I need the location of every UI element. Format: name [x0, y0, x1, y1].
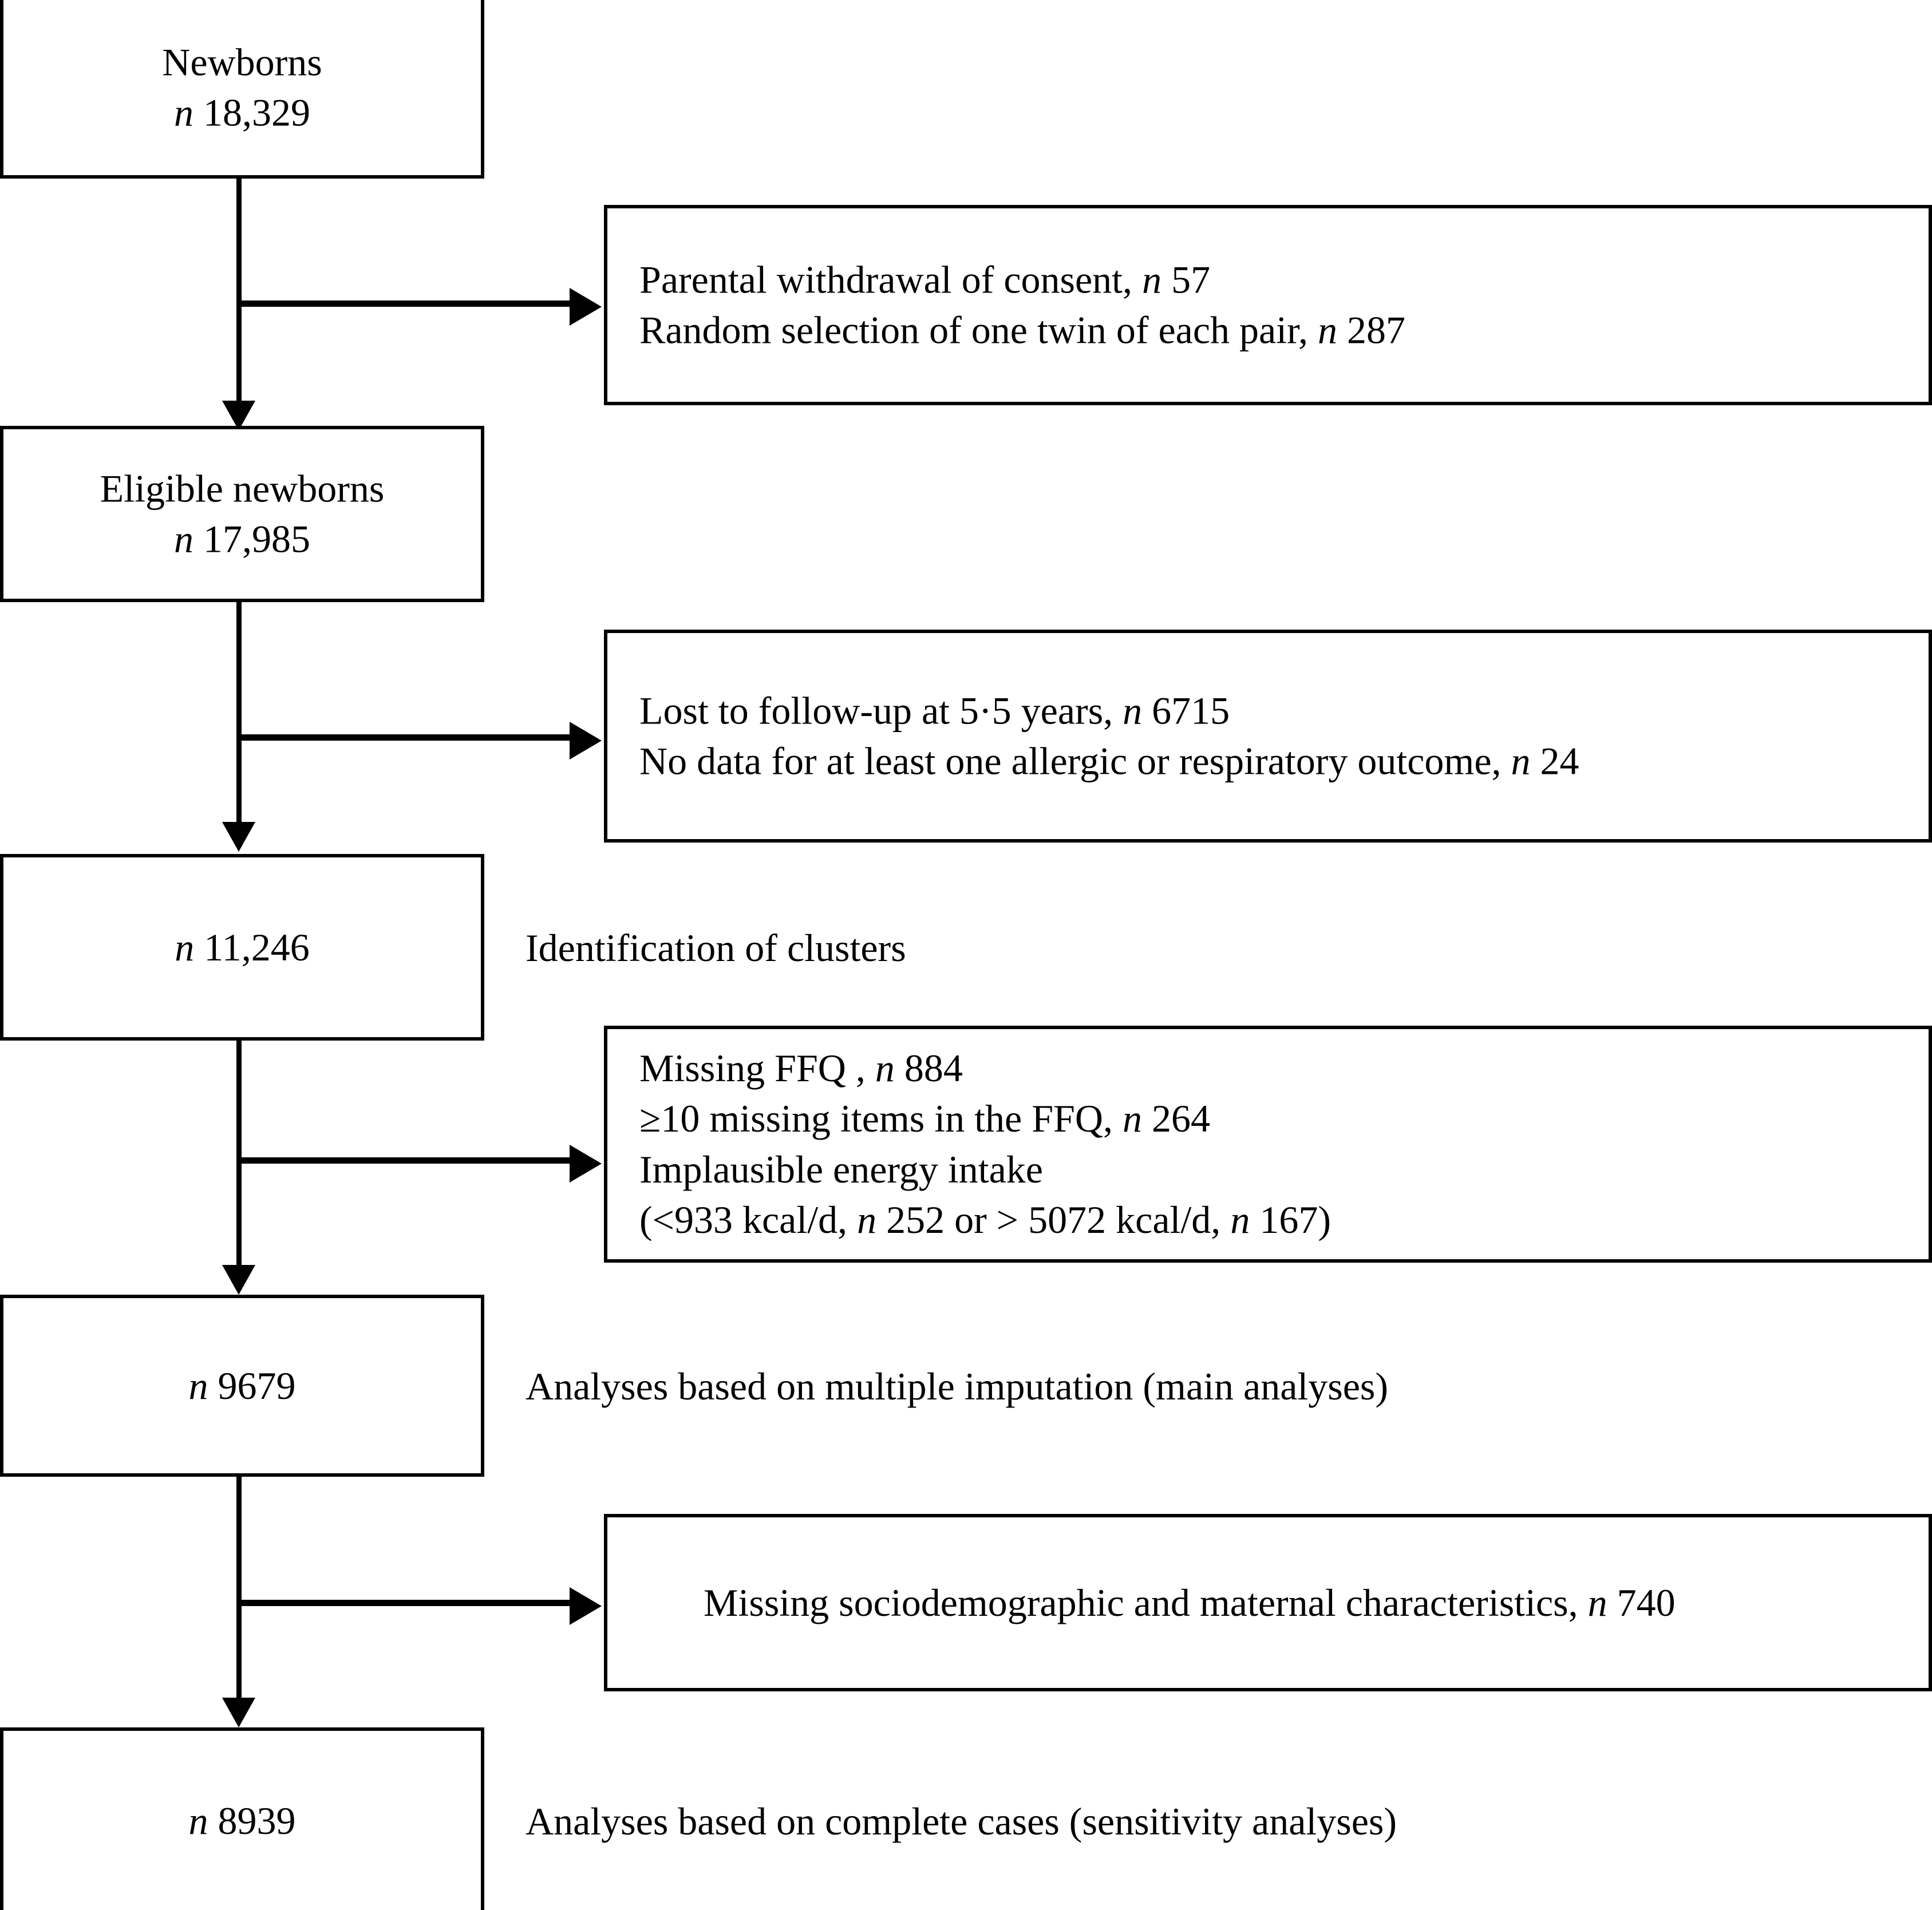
- connector-vertical-3: [236, 1039, 242, 1290]
- n-symbol: n: [1122, 1097, 1142, 1141]
- exclusion-box-sociodemographic: Missing sociodemographic and maternal ch…: [604, 1514, 1932, 1691]
- flow-box-complete-cases-count: n 8939: [3, 1795, 481, 1845]
- connector-arrowhead-right-4: [570, 1587, 602, 1625]
- flow-box-multiple-imputation-count: n 9679: [3, 1361, 481, 1411]
- flow-box-newborns-content: Newborns n 18,329: [3, 37, 481, 139]
- exclusion-box-sociodemographic-content: Missing sociodemographic and maternal ch…: [607, 1577, 1929, 1628]
- flow-box-eligible-newborns-count: n 17,985: [3, 514, 481, 564]
- count-value: 17,985: [203, 517, 310, 561]
- exclusion-line: (<933 kcal/d, n 252 or > 5072 kcal/d, n …: [639, 1198, 1331, 1242]
- n-symbol: n: [1123, 689, 1143, 733]
- flow-box-eligible-newborns-title: Eligible newborns: [100, 466, 385, 511]
- exclusion-line: ≥10 missing items in the FFQ, n 264: [639, 1097, 1210, 1141]
- connector-arrowhead-down-1: [222, 401, 255, 430]
- flow-box-complete-cases: n 8939: [0, 1727, 484, 1910]
- n-symbol: n: [1587, 1580, 1607, 1624]
- connector-arrowhead-right-1: [570, 288, 602, 326]
- n-symbol: n: [1318, 309, 1338, 352]
- flow-box-clusters: n 11,246: [0, 854, 484, 1041]
- connector-arrowhead-down-3: [222, 1265, 255, 1295]
- n-symbol: n: [857, 1198, 877, 1242]
- flow-box-complete-cases-content: n 8939: [3, 1795, 481, 1845]
- n-symbol: n: [174, 517, 193, 561]
- n-symbol: n: [1142, 258, 1162, 302]
- n-symbol: n: [188, 1363, 208, 1407]
- stage-label-clusters: Identification of clusters: [526, 926, 906, 970]
- connector-vertical-2: [236, 601, 242, 847]
- connector-vertical-4: [236, 1476, 242, 1722]
- connector-branch-3: [239, 1157, 570, 1164]
- exclusion-line: Missing FFQ , n 884: [639, 1046, 963, 1090]
- flow-box-multiple-imputation-content: n 9679: [3, 1361, 481, 1411]
- exclusion-line: Random selection of one twin of each pai…: [639, 309, 1406, 352]
- flow-box-clusters-content: n 11,246: [3, 922, 481, 972]
- flow-box-eligible-newborns: Eligible newborns n 17,985: [0, 426, 484, 602]
- exclusion-line: Implausible energy intake: [639, 1148, 1043, 1191]
- flow-box-eligible-newborns-content: Eligible newborns n 17,985: [3, 464, 481, 565]
- connector-branch-4: [239, 1600, 570, 1606]
- exclusion-line: Lost to follow-up at 5·5 years, n 6715: [639, 689, 1230, 733]
- count-value: 11,246: [204, 925, 310, 969]
- n-symbol: n: [875, 1046, 895, 1090]
- connector-branch-1: [239, 300, 570, 307]
- n-symbol: n: [1511, 740, 1531, 783]
- connector-arrowhead-down-4: [222, 1698, 255, 1727]
- count-value: 8939: [218, 1798, 296, 1842]
- exclusion-line: Parental withdrawal of consent, n 57: [639, 258, 1211, 302]
- connector-arrowhead-right-3: [570, 1145, 602, 1183]
- exclusion-box-ffq: Missing FFQ , n 884 ≥10 missing items in…: [604, 1026, 1932, 1263]
- n-symbol: n: [175, 925, 195, 969]
- count-value: 18,329: [203, 91, 310, 135]
- flow-box-newborns-title: Newborns: [162, 40, 322, 84]
- exclusion-line: Missing sociodemographic and maternal ch…: [704, 1580, 1676, 1624]
- stage-label-multiple-imputation: Analyses based on multiple imputation (m…: [526, 1365, 1389, 1408]
- connector-arrowhead-down-2: [222, 822, 255, 852]
- flow-box-newborns-count: n 18,329: [3, 88, 481, 138]
- exclusion-box-lost-followup: Lost to follow-up at 5·5 years, n 6715 N…: [604, 630, 1932, 843]
- n-symbol: n: [174, 91, 193, 135]
- exclusion-box-ffq-content: Missing FFQ , n 884 ≥10 missing items in…: [607, 1043, 1929, 1245]
- exclusion-box-lost-followup-content: Lost to follow-up at 5·5 years, n 6715 N…: [607, 686, 1929, 787]
- flow-box-multiple-imputation: n 9679: [0, 1295, 484, 1477]
- flow-box-newborns: Newborns n 18,329: [0, 0, 484, 179]
- count-value: 9679: [218, 1363, 296, 1407]
- n-symbol: n: [1230, 1198, 1250, 1242]
- exclusion-box-consent-twins: Parental withdrawal of consent, n 57 Ran…: [604, 205, 1932, 405]
- exclusion-line: No data for at least one allergic or res…: [639, 740, 1579, 783]
- flow-box-clusters-count: n 11,246: [3, 922, 481, 972]
- connector-arrowhead-right-2: [570, 722, 602, 760]
- n-symbol: n: [188, 1798, 208, 1842]
- stage-label-complete-cases: Analyses based on complete cases (sensit…: [526, 1800, 1397, 1843]
- connector-branch-2: [239, 734, 570, 741]
- exclusion-box-consent-twins-content: Parental withdrawal of consent, n 57 Ran…: [607, 255, 1929, 356]
